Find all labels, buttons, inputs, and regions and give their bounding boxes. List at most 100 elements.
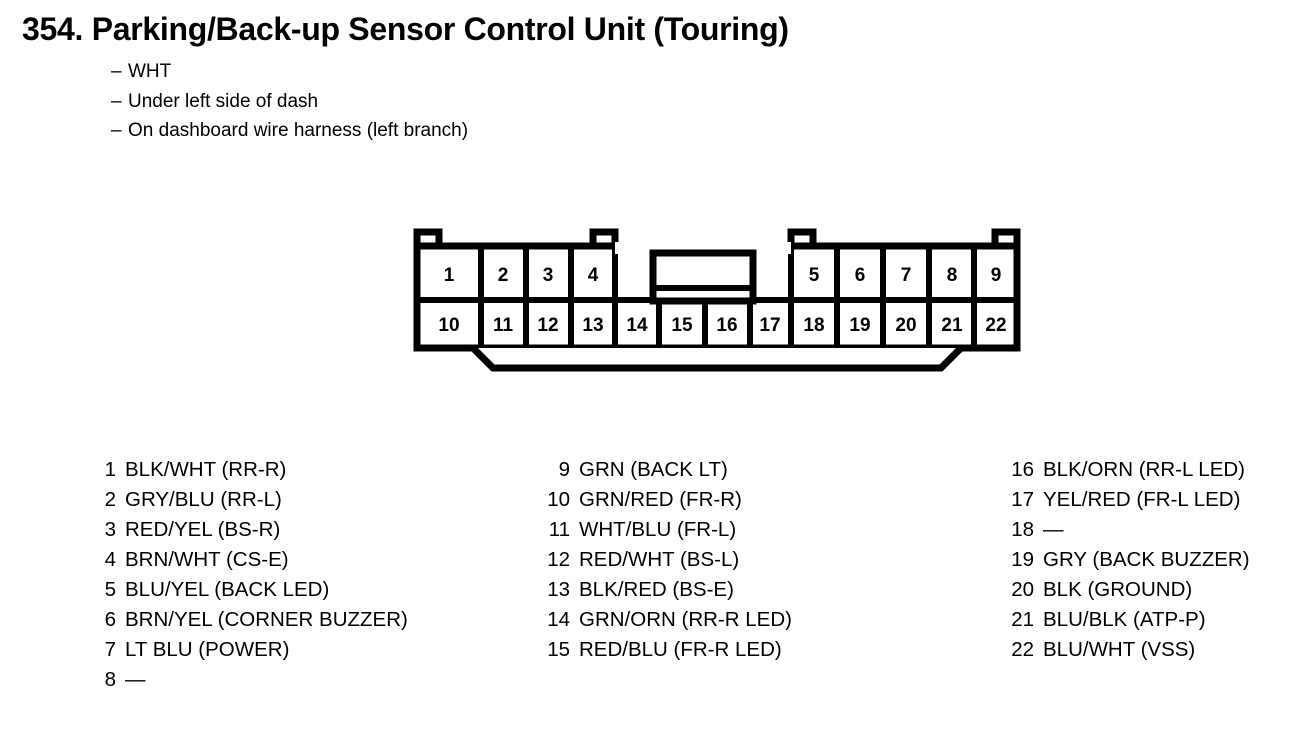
legend-pin-description: WHT/BLU (FR-L): [579, 518, 737, 541]
legend-row: 1 BLK/WHT (RR-R): [90, 455, 408, 485]
header-bullet-label: On dashboard wire harness (left branch): [128, 120, 469, 141]
connector-top-row-dividers: [478, 249, 977, 300]
legend-row: 2 GRY/BLU (RR-L): [90, 485, 408, 515]
connector-center-keyway: [615, 242, 791, 305]
legend-pin-number: 1: [104, 458, 116, 481]
pin-label-bottom: 19: [849, 315, 870, 336]
legend-pin-number: 20: [1011, 578, 1034, 601]
page-title-text: Parking/Back-up Sensor Control Unit (Tou…: [91, 11, 789, 47]
legend-row: 10 GRN/RED (FR-R): [544, 485, 792, 515]
legend-row: 4 BRN/WHT (CS-E): [90, 545, 408, 575]
legend-pin-number: 9: [558, 458, 570, 481]
legend-pin-number: 5: [104, 578, 116, 601]
legend-pin-number: 13: [547, 578, 570, 601]
pin-label-bottom: 13: [582, 315, 603, 336]
legend-row: 17 YEL/RED (FR-L LED): [1008, 485, 1250, 515]
legend-row: 19 GRY (BACK BUZZER): [1008, 545, 1250, 575]
bullet-dash-icon: –: [111, 90, 122, 112]
bullet-dash-icon: –: [111, 120, 122, 141]
legend-row: 18 —: [1008, 515, 1250, 545]
legend-pin-number: 11: [548, 518, 570, 541]
legend-pin-number: 14: [547, 608, 570, 631]
page-title-number: 354.: [22, 11, 84, 47]
header-block: 354. Parking/Back-up Sensor Control Unit…: [22, 10, 1122, 146]
legend-pin-number: 12: [547, 548, 570, 571]
pin-label-top: 4: [588, 265, 599, 286]
connector-diagram: 1 2 3 4 5 6 7 8 9 10 11 12 13 14 15 16 1…: [410, 228, 1030, 388]
legend-pin-number: 2: [104, 488, 116, 511]
legend-pin-description: BLU/YEL (BACK LED): [125, 578, 330, 601]
pin-label-top: 1: [444, 265, 455, 286]
legend-pin-number: 3: [104, 518, 116, 541]
header-bullet-item: – Under left side of dash: [111, 87, 1122, 117]
connector-svg: 1 2 3 4 5 6 7 8 9 10 11 12 13 14 15 16 1…: [413, 228, 1021, 372]
pin-label-bottom: 16: [716, 315, 737, 336]
legend-pin-description: BLK/RED (BS-E): [579, 578, 734, 601]
pin-label-top: 3: [543, 265, 554, 286]
pin-label-top: 7: [901, 265, 912, 286]
legend-pin-number: 6: [104, 608, 116, 631]
pin-label-bottom: 14: [626, 315, 648, 336]
legend-row: 13 BLK/RED (BS-E): [544, 575, 792, 605]
legend-row: 11 WHT/BLU (FR-L): [544, 515, 792, 545]
pin-label-bottom: 21: [941, 315, 963, 336]
legend-row: 22 BLU/WHT (VSS): [1008, 635, 1250, 665]
legend-pin-number: 4: [104, 548, 116, 571]
connector-top-row-labels: 1 2 3 4 5 6 7 8 9: [444, 265, 1002, 286]
legend-pin-description: BLK (GROUND): [1043, 578, 1193, 601]
pin-label-bottom: 22: [985, 315, 1006, 336]
page-title: 354. Parking/Back-up Sensor Control Unit…: [22, 10, 1122, 48]
pin-label-top: 2: [498, 265, 509, 286]
legend-pin-number: 7: [104, 638, 116, 661]
connector-bottom-latch: [470, 345, 964, 372]
legend-pin-description: BRN/WHT (CS-E): [125, 548, 289, 571]
legend-pin-description: GRY/BLU (RR-L): [125, 488, 282, 511]
legend-row: 15 RED/BLU (FR-R LED): [544, 635, 792, 665]
legend-pin-description: GRN (BACK LT): [579, 458, 728, 481]
legend-column-1: 1 BLK/WHT (RR-R) 2 GRY/BLU (RR-L) 3 RED/…: [90, 455, 408, 695]
pin-label-bottom: 10: [438, 315, 459, 336]
legend-pin-number: 16: [1011, 458, 1034, 481]
legend-row: 14 GRN/ORN (RR-R LED): [544, 605, 792, 635]
legend-row: 20 BLK (GROUND): [1008, 575, 1250, 605]
pin-label-top: 6: [855, 265, 866, 286]
legend-pin-number: 18: [1011, 518, 1034, 541]
legend-pin-description: BLU/WHT (VSS): [1043, 638, 1196, 661]
legend-pin-description: YEL/RED (FR-L LED): [1043, 488, 1241, 511]
header-bullet-label: Under left side of dash: [128, 90, 319, 112]
pin-label-bottom: 11: [493, 315, 514, 336]
legend-pin-description: BLK/WHT (RR-R): [125, 458, 287, 481]
legend-row: 21 BLU/BLK (ATP-P): [1008, 605, 1250, 635]
legend-row: 5 BLU/YEL (BACK LED): [90, 575, 408, 605]
legend-pin-description: RED/YEL (BS-R): [125, 518, 281, 541]
legend-pin-description: —: [1043, 518, 1064, 541]
legend-pin-description: LT BLU (POWER): [125, 638, 290, 661]
legend-row: 6 BRN/YEL (CORNER BUZZER): [90, 605, 408, 635]
header-bullet-list: – WHT – Under left side of dash – On das…: [22, 57, 1122, 146]
pin-label-bottom: 17: [759, 315, 780, 336]
pin-label-bottom: 15: [671, 315, 693, 336]
legend-pin-description: —: [125, 668, 146, 691]
legend-pin-number: 17: [1011, 488, 1034, 511]
legend-row: 12 RED/WHT (BS-L): [544, 545, 792, 575]
legend-pin-description: BLU/BLK (ATP-P): [1043, 608, 1206, 631]
pin-label-top: 5: [809, 265, 820, 286]
legend-pin-description: GRN/ORN (RR-R LED): [579, 608, 792, 631]
header-bullet-item: – On dashboard wire harness (left branch…: [111, 116, 1122, 146]
connector-bottom-row-dividers: [478, 300, 977, 348]
legend-column-2: 9 GRN (BACK LT) 10 GRN/RED (FR-R) 11 WHT…: [544, 455, 792, 665]
pin-label-bottom: 20: [895, 315, 916, 336]
legend-pin-description: GRY (BACK BUZZER): [1043, 548, 1250, 571]
pin-label-top: 8: [947, 265, 958, 286]
legend-row: 7 LT BLU (POWER): [90, 635, 408, 665]
legend-row: 8 —: [90, 665, 408, 695]
legend-pin-number: 21: [1011, 608, 1034, 631]
legend-column-3: 16 BLK/ORN (RR-L LED) 17 YEL/RED (FR-L L…: [1008, 455, 1250, 665]
legend-pin-number: 19: [1011, 548, 1034, 571]
legend-pin-description: RED/WHT (BS-L): [579, 548, 740, 571]
header-bullet-label: WHT: [128, 61, 172, 82]
pin-label-bottom: 18: [803, 315, 824, 336]
legend-pin-description: GRN/RED (FR-R): [579, 488, 742, 511]
pin-label-top: 9: [991, 265, 1002, 286]
pin-label-bottom: 12: [537, 315, 558, 336]
